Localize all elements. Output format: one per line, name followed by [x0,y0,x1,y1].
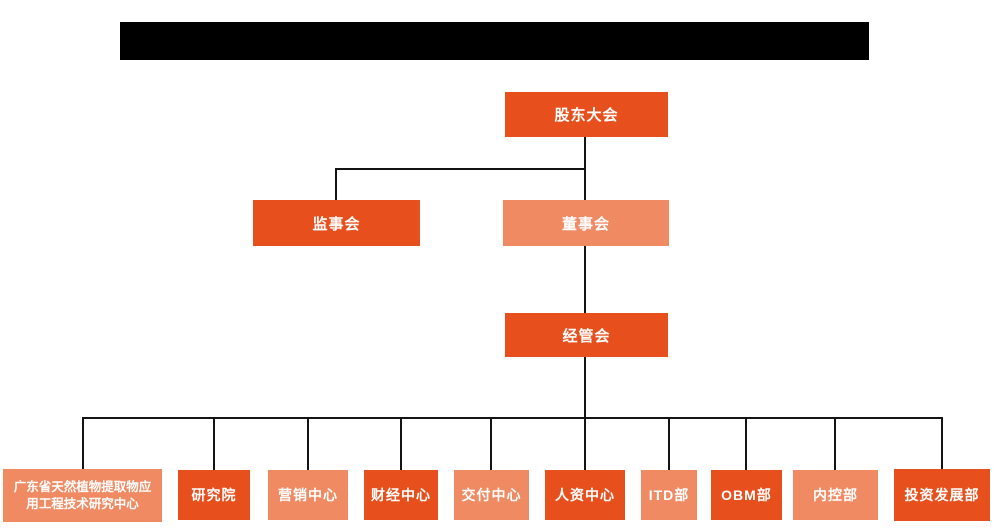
connector-line [82,417,943,419]
connector-line [834,417,836,470]
org-node-supervisory-board: 监事会 [253,200,420,246]
connector-line [584,357,586,418]
org-node-shareholders-meeting: 股东大会 [505,92,668,137]
connector-line [745,417,747,470]
connector-line [213,417,215,470]
org-node-marketing-center: 营销中心 [268,470,348,520]
connector-line [490,417,492,470]
org-node-itd-department: ITD部 [641,470,697,520]
org-node-investment-development-department: 投资发展部 [894,469,990,521]
connector-line [400,417,402,470]
org-node-research-center: 广东省天然植物提取物应用工程技术研究中心 [3,469,162,522]
org-node-institute: 研究院 [178,470,250,520]
connector-line [335,168,586,170]
org-node-delivery-center: 交付中心 [454,470,529,520]
connector-line [82,417,84,470]
redacted-title-bar [120,22,869,60]
connector-line [584,417,586,470]
connector-line [335,168,337,200]
org-node-board-of-directors: 董事会 [503,200,669,246]
org-node-management-committee: 经管会 [505,313,668,357]
connector-line [307,417,309,470]
org-node-internal-control-department: 内控部 [793,470,878,520]
connector-line [668,417,670,470]
org-node-hr-center: 人资中心 [545,470,625,520]
org-node-obm-department: OBM部 [711,470,782,520]
connector-line [584,246,586,313]
org-node-finance-center: 财经中心 [364,470,438,520]
connector-line [941,417,943,469]
